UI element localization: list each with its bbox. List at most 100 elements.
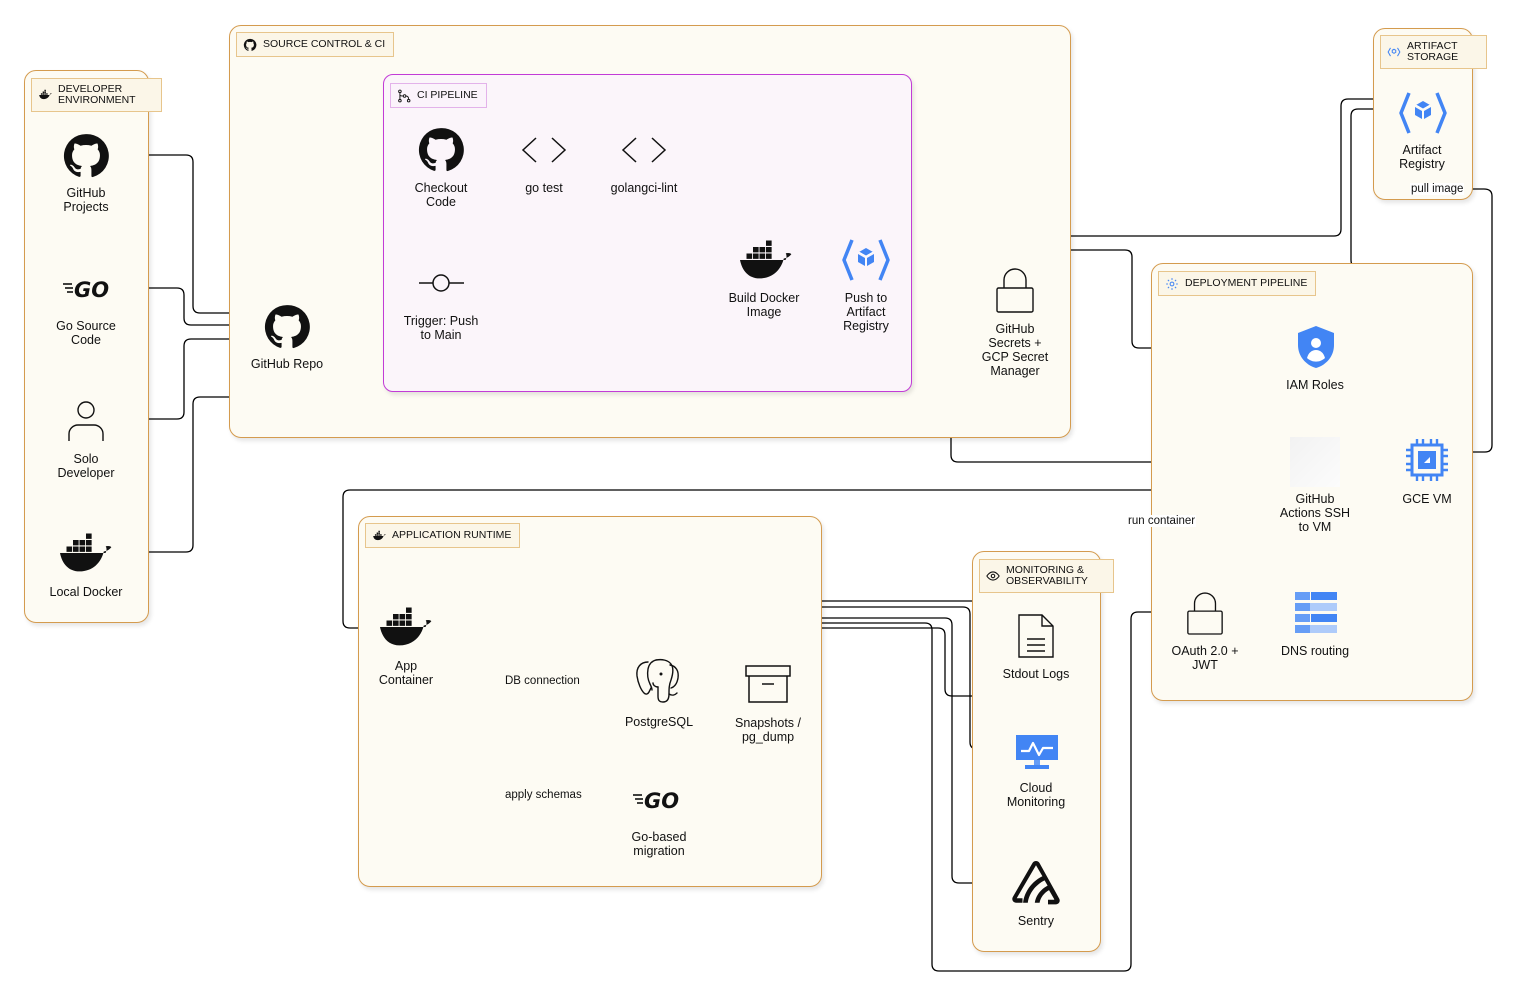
go-logo-icon: GO <box>63 278 109 300</box>
github-icon <box>63 134 109 178</box>
group-title: ARTIFACT STORAGE <box>1407 40 1459 63</box>
gha-ssh-node[interactable] <box>1290 437 1340 487</box>
eye-icon <box>986 571 1000 581</box>
go-test-node[interactable] <box>520 136 568 164</box>
local-docker-label: Local Docker <box>49 585 123 599</box>
cloud-monitoring-label: Cloud Monitoring <box>1006 781 1066 809</box>
go-source-node[interactable]: GO <box>62 276 114 300</box>
svg-text:GO: GO <box>74 278 109 300</box>
sentry-node[interactable] <box>1011 860 1061 906</box>
stdout-logs-label: Stdout Logs <box>1002 667 1070 681</box>
docker-icon <box>740 240 792 279</box>
group-title: APPLICATION RUNTIME <box>392 529 512 541</box>
docker-icon <box>380 607 432 646</box>
lock-icon <box>996 268 1034 313</box>
group-label-monitor: MONITORING & OBSERVABILITY <box>979 559 1114 593</box>
iam-roles-node[interactable] <box>1294 324 1338 370</box>
local-docker-node[interactable] <box>60 533 112 573</box>
edge-repo-to-projects <box>110 155 262 313</box>
dns-routing-label: DNS routing <box>1280 644 1350 658</box>
group-label-artifact: ARTIFACT STORAGE <box>1380 35 1487 69</box>
user-icon <box>68 401 104 441</box>
artifact-registry-label: Artifact Registry <box>1399 143 1445 171</box>
edge-label-pull-image: pull image <box>1410 183 1465 195</box>
edge-push-to-iam <box>892 249 1292 348</box>
group-title: CI PIPELINE <box>417 89 478 101</box>
docker-icon <box>60 533 112 572</box>
push-registry-label: Push to Artifact Registry <box>843 291 889 333</box>
gce-vm-label: GCE VM <box>1402 492 1452 506</box>
oauth-node[interactable] <box>1185 591 1225 637</box>
artifact-registry-icon <box>842 239 890 281</box>
git-commit-icon <box>419 274 464 292</box>
iam-shield-icon <box>1298 326 1334 368</box>
edge-label-db-connection: DB connection <box>504 675 581 687</box>
solo-developer-label: Solo Developer <box>57 452 115 480</box>
github-repo-node[interactable] <box>262 302 312 352</box>
group-ci-pipeline: CI PIPELINE <box>383 74 912 392</box>
code-brackets-icon <box>521 137 567 163</box>
secrets-node[interactable] <box>994 268 1036 314</box>
golangci-lint-node[interactable] <box>620 136 668 164</box>
snapshots-node[interactable] <box>744 664 792 704</box>
group-artifact-storage: ARTIFACT STORAGE <box>1373 28 1487 200</box>
postgresql-node[interactable] <box>634 657 684 709</box>
group-label-runtime: APPLICATION RUNTIME <box>365 523 521 548</box>
oauth-label: OAuth 2.0 + JWT <box>1171 644 1239 672</box>
edge-gosource-to-repo <box>118 287 262 325</box>
build-docker-node[interactable] <box>740 240 792 280</box>
edge-cloudmon-to-app <box>432 628 1016 697</box>
gray-placeholder-icon <box>1290 437 1340 487</box>
group-label-deploy: DEPLOYMENT PIPELINE <box>1158 271 1317 296</box>
go-test-label: go test <box>525 181 563 195</box>
app-container-label: App Container <box>378 659 434 687</box>
cloud-monitoring-node[interactable] <box>1015 734 1059 770</box>
artifact-registry-icon <box>1387 47 1401 57</box>
build-docker-label: Build Docker Image <box>728 291 800 319</box>
trigger-push-node[interactable] <box>418 272 466 294</box>
archive-box-icon <box>745 665 791 703</box>
github-repo-label: GitHub Repo <box>250 357 324 371</box>
stdout-logs-node[interactable] <box>1017 613 1055 659</box>
edge-app-to-oauth <box>432 612 1182 972</box>
app-container-node[interactable] <box>380 607 432 647</box>
sentry-label: Sentry <box>1017 914 1055 928</box>
checkout-code-node[interactable] <box>416 125 466 175</box>
go-logo-icon: GO <box>633 789 679 811</box>
github-projects-node[interactable] <box>61 131 111 181</box>
checkout-code-label: Checkout Code <box>414 181 468 209</box>
solo-developer-node[interactable] <box>66 400 106 442</box>
group-label-dev: DEVELOPER ENVIRONMENT <box>31 78 162 112</box>
group-title: DEVELOPER ENVIRONMENT <box>58 83 136 106</box>
go-source-label: Go Source Code <box>56 319 116 347</box>
edge-label-apply-schemas: apply schemas <box>504 789 583 801</box>
code-brackets-icon <box>621 137 667 163</box>
trigger-push-label: Trigger: Push to Main <box>403 314 479 342</box>
go-migration-node[interactable]: GO <box>632 787 684 811</box>
go-migration-label: Go-based migration <box>631 830 687 858</box>
document-icon <box>1018 614 1054 658</box>
group-developer-environment: DEVELOPER ENVIRONMENT <box>24 70 162 623</box>
gce-vm-node[interactable] <box>1404 437 1450 483</box>
postgresql-label: PostgreSQL <box>624 715 694 729</box>
push-registry-node[interactable] <box>841 237 891 283</box>
iam-roles-label: IAM Roles <box>1286 378 1344 392</box>
monitoring-screen-icon <box>1016 735 1058 769</box>
group-title: DEPLOYMENT PIPELINE <box>1185 277 1308 289</box>
edge-app-to-sentry <box>432 617 1010 883</box>
dns-routing-node[interactable] <box>1294 591 1338 635</box>
github-icon <box>264 305 310 349</box>
pipeline-icon <box>398 89 411 102</box>
snapshots-label: Snapshots / pg_dump <box>734 716 801 744</box>
artifact-registry-node[interactable] <box>1398 90 1448 136</box>
artifact-registry-icon <box>1399 92 1447 134</box>
group-label-ci: CI PIPELINE <box>390 83 487 108</box>
dns-icon <box>1295 592 1337 633</box>
postgresql-icon <box>636 658 679 703</box>
lock-icon <box>1187 592 1223 635</box>
golangci-lint-label: golangci-lint <box>610 181 678 195</box>
edge-repo-to-solo <box>108 339 262 419</box>
docker-icon <box>373 530 386 540</box>
sentry-icon <box>1012 861 1060 905</box>
compute-chip-icon <box>1406 439 1448 481</box>
